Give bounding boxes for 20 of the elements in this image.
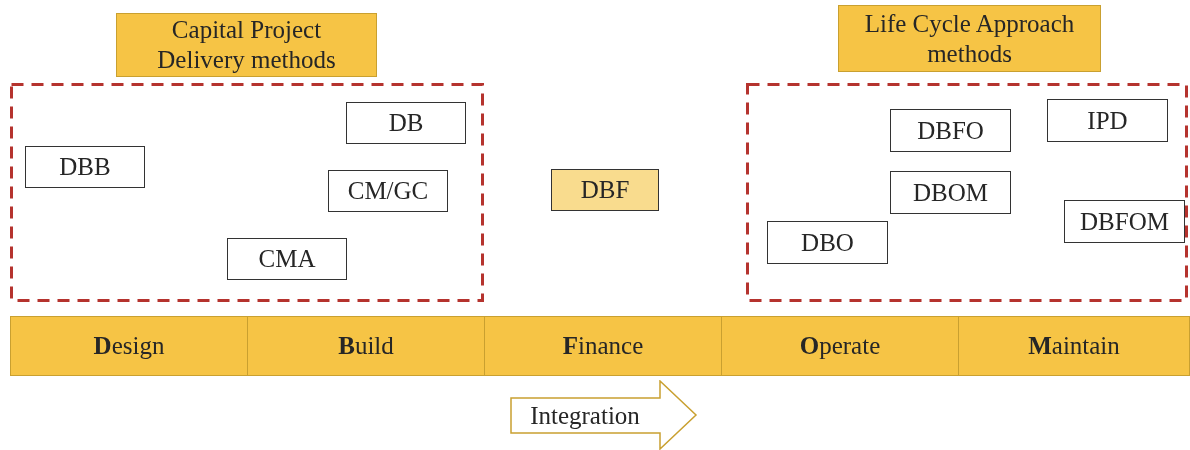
dashed-region bbox=[10, 83, 484, 302]
group-heading: Life Cycle Approach methods bbox=[838, 5, 1101, 72]
phase-band: Build bbox=[247, 316, 485, 376]
method-box: DBFO bbox=[890, 109, 1011, 152]
arrow-label: Integration bbox=[529, 400, 641, 431]
group-heading: Capital Project Delivery methods bbox=[116, 13, 377, 77]
method-box: IPD bbox=[1047, 99, 1168, 142]
method-box: DB bbox=[346, 102, 466, 144]
phase-band: Maintain bbox=[958, 316, 1190, 376]
method-box: DBFOM bbox=[1064, 200, 1185, 243]
method-box: DBOM bbox=[890, 171, 1011, 214]
highlighted-method-box: DBF bbox=[551, 169, 659, 211]
phase-band: Design bbox=[10, 316, 248, 376]
dashed-region bbox=[746, 83, 1188, 302]
phase-band: Operate bbox=[721, 316, 959, 376]
method-box: CMA bbox=[227, 238, 347, 280]
method-box: CM/GC bbox=[328, 170, 448, 212]
phase-band: Finance bbox=[484, 316, 722, 376]
method-box: DBB bbox=[25, 146, 145, 188]
method-box: DBO bbox=[767, 221, 888, 264]
